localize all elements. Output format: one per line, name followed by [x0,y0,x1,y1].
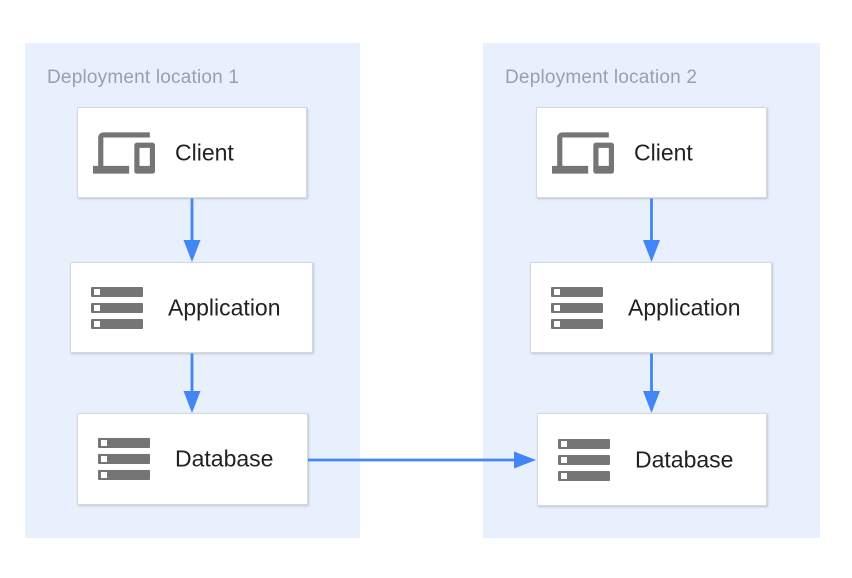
node-label: Client [634,139,693,165]
node-application-1: Application [70,262,313,353]
devices-icon [552,129,614,176]
node-label: Client [175,139,234,165]
node-label: Application [628,294,741,320]
server-stack-icon [98,438,150,480]
node-database-2: Database [537,413,767,506]
panel-title: Deployment location 1 [47,67,240,88]
server-stack-icon [558,439,610,481]
server-stack-icon [91,287,143,329]
panel-title: Deployment location 2 [505,67,698,88]
devices-icon [93,129,155,176]
server-stack-icon [551,287,603,329]
node-label: Database [175,445,274,472]
node-label: Application [168,294,281,320]
node-application-2: Application [530,262,772,353]
node-client-1: Client [77,107,307,198]
node-client-2: Client [536,107,767,198]
node-database-1: Database [77,413,308,505]
node-label: Database [635,446,734,472]
